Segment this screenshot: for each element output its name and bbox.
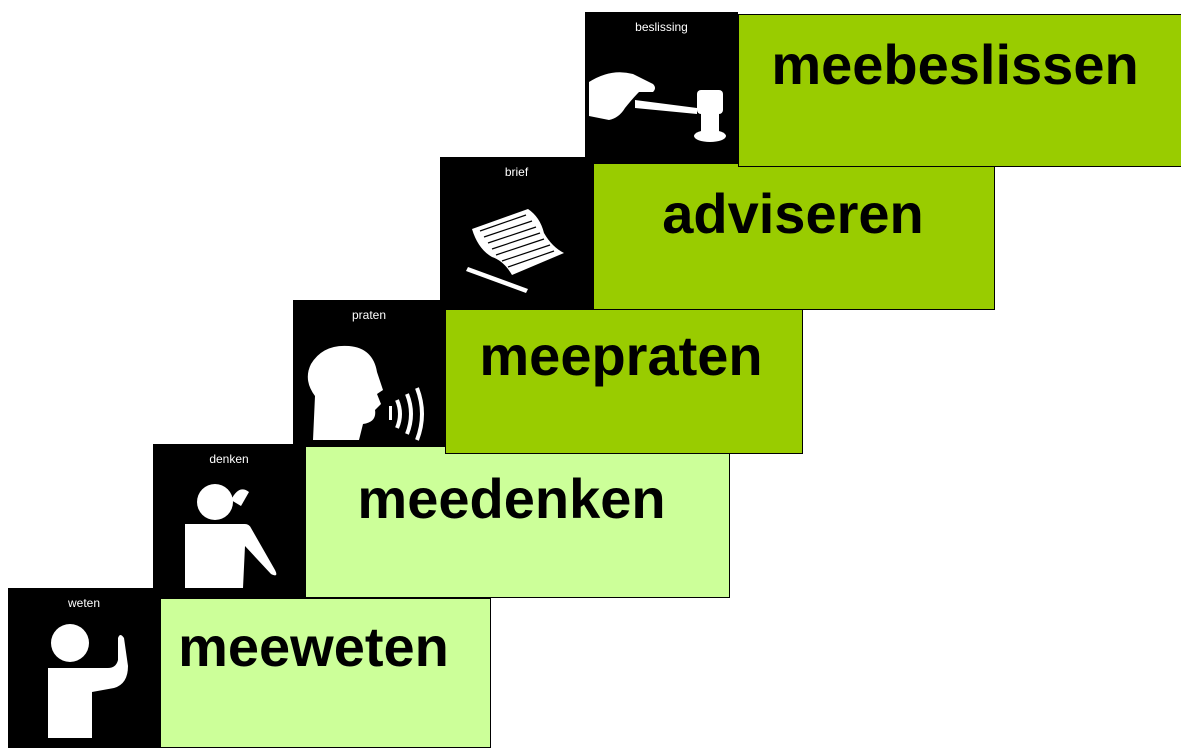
step-box-meebeslissen: meebeslissen [738, 14, 1181, 167]
step-box-adviseren: adviseren [593, 163, 995, 310]
step-title-meepraten: meepraten [479, 324, 763, 387]
person-pointing-up-icon [48, 624, 128, 738]
step-title-meedenken: meedenken [357, 467, 666, 530]
person-thinking-icon [185, 484, 277, 588]
pictogram-label-praten: praten [351, 308, 387, 322]
step-box-meepraten: meepraten [445, 303, 803, 454]
pictogram-beslissing: beslissing [585, 12, 738, 164]
step-box-meedenken: meedenken [305, 446, 730, 598]
pictogram-praten: praten [293, 300, 445, 446]
pictogram-label-weten: weten [67, 596, 101, 610]
pictogram-denken: denken [153, 444, 305, 598]
gavel-hand-icon [589, 72, 726, 142]
pictogram-label-denken: denken [209, 452, 249, 466]
pictogram-label-brief: brief [504, 165, 529, 179]
speaking-head-icon [307, 345, 424, 441]
pictogram-label-beslissing: beslissing [635, 20, 688, 34]
letter-pen-icon [466, 209, 564, 293]
step-title-meeweten: meeweten [178, 615, 449, 678]
step-title-adviseren: adviseren [662, 182, 924, 245]
pictogram-weten: weten [8, 588, 160, 748]
step-title-meebeslissen: meebeslissen [771, 33, 1139, 96]
pictogram-brief: brief [440, 157, 593, 310]
step-box-meeweten: meeweten [160, 598, 491, 748]
